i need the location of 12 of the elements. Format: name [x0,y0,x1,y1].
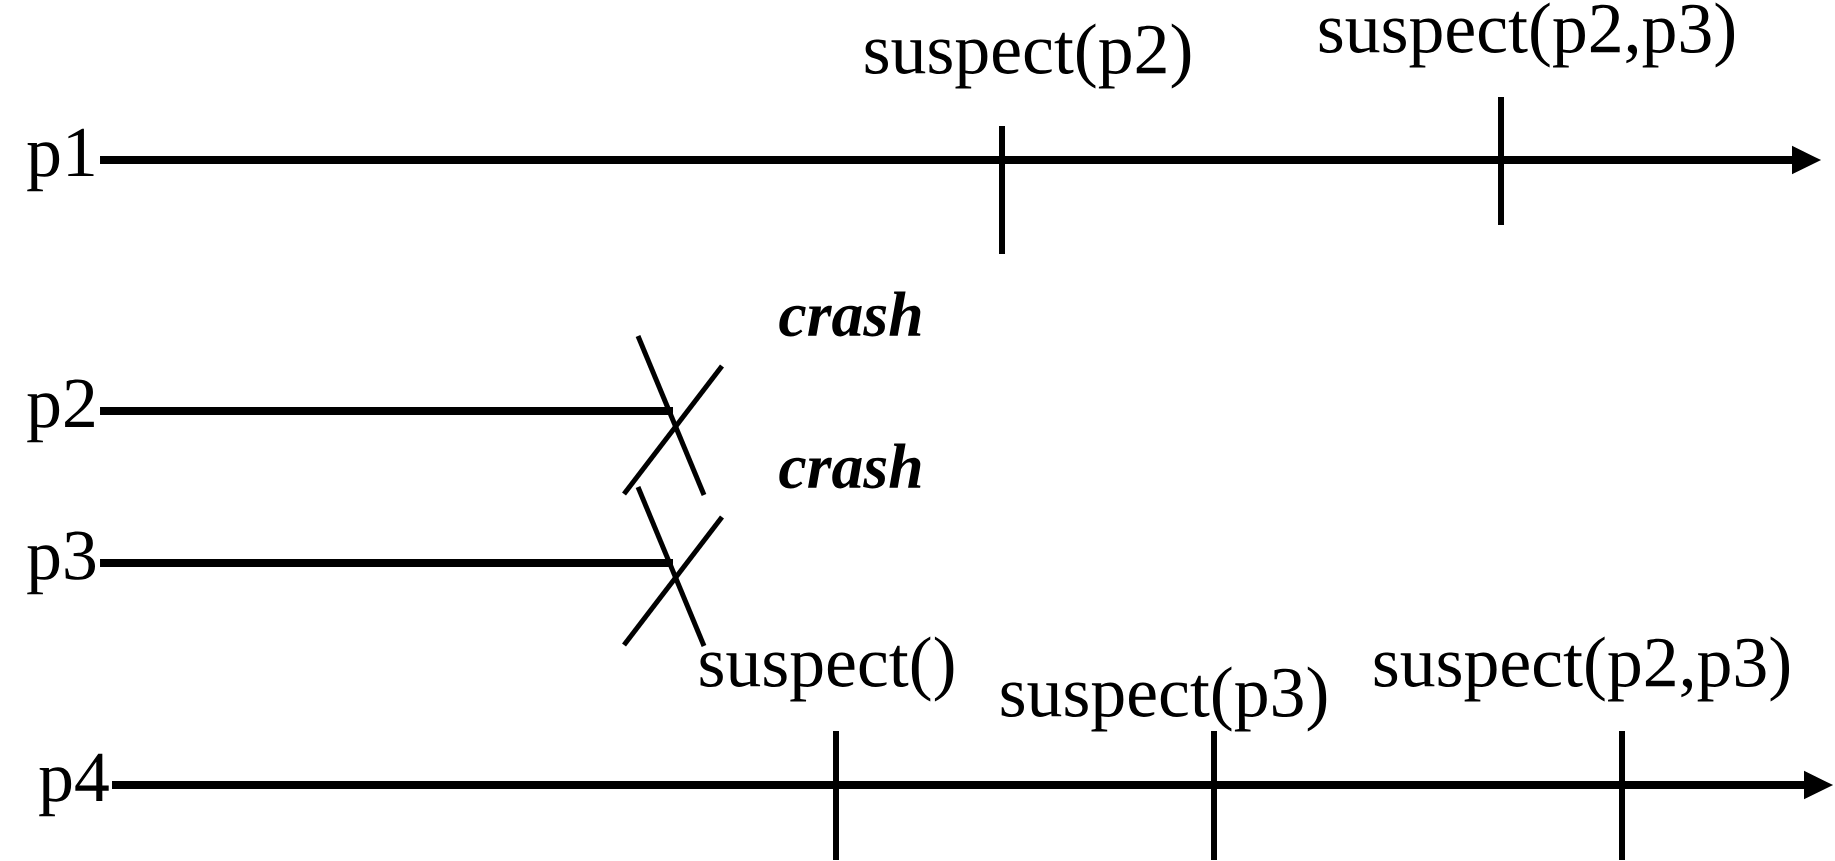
crash-label: crash [779,291,921,337]
crash-cross [622,335,724,496]
process-label: p4 [39,753,109,817]
event-label: suspect(p2,p3) [1319,2,1735,68]
event-label: suspect(p2) [865,23,1191,89]
process-label: p3 [27,531,95,595]
crash-label: crash [779,443,921,489]
process-label: p2 [27,379,94,443]
process-label: p1 [27,128,94,192]
event-label: suspect(p2,p3) [1374,636,1790,702]
event-label: suspect(p3) [1001,666,1327,732]
event-label: suspect() [700,636,954,702]
